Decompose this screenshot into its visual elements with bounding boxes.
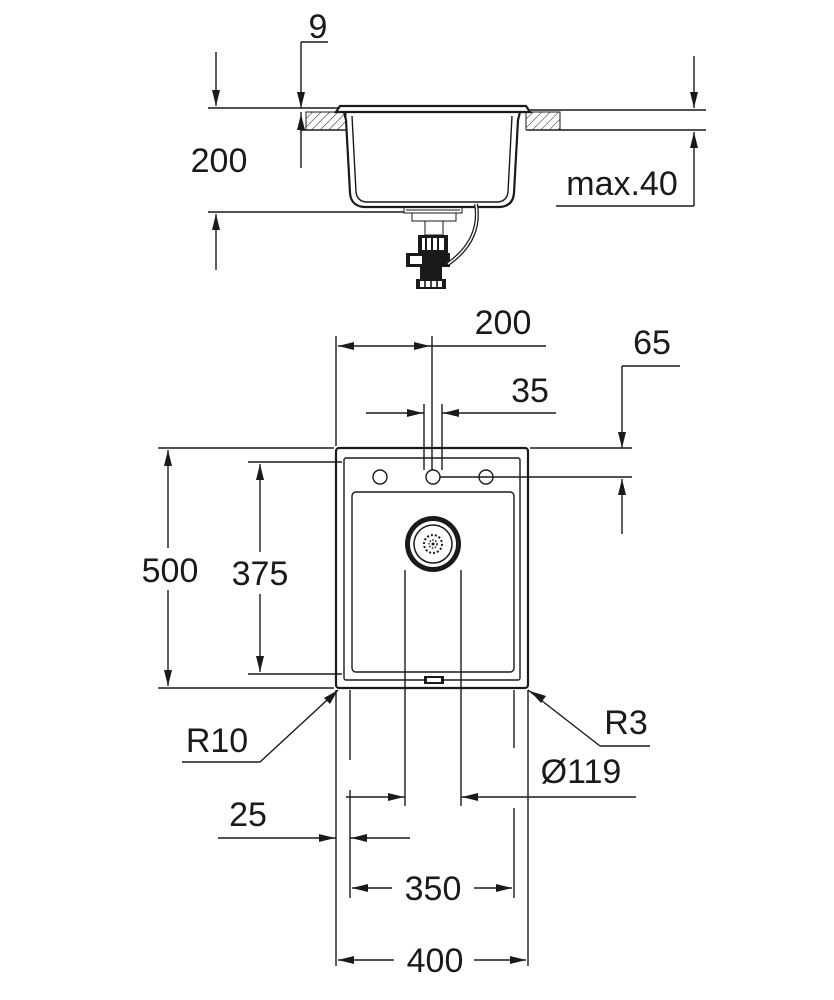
dim-bowl-depth: 375 xyxy=(232,555,289,593)
dim-tap-offset: 200 xyxy=(475,304,532,342)
worktop-right-hatch xyxy=(525,111,561,131)
dim-drain-diameter: Ø119 xyxy=(541,753,622,791)
dim-max-worktop: max.40 xyxy=(566,165,678,203)
sink-bowl-outer xyxy=(342,111,522,209)
dim-sink-depth: 200 xyxy=(191,142,248,180)
dim-worktop-thickness: 9 xyxy=(309,8,328,46)
dim-tap-edge-distance: 65 xyxy=(633,324,671,362)
drain-icon xyxy=(405,516,461,572)
worktop-left-hatch xyxy=(305,111,347,131)
dim-tap-hole-diameter: 35 xyxy=(511,372,549,410)
dim-outer-radius: R10 xyxy=(186,722,248,760)
tap-hole-center-icon xyxy=(425,469,441,485)
dim-overall-depth: 500 xyxy=(142,552,199,590)
sink-bowl-inner xyxy=(351,115,513,203)
dim-rim-width: 25 xyxy=(229,796,267,834)
side-view: 9 200 max.40 xyxy=(191,8,706,289)
sink-flange xyxy=(333,104,533,114)
top-view: 200 35 65 500 375 xyxy=(142,304,680,980)
dim-inner-radius: R3 xyxy=(604,704,647,742)
dim-overall-width: 400 xyxy=(407,942,464,980)
drain-assembly xyxy=(403,203,479,289)
dim-bowl-width: 350 xyxy=(405,870,462,908)
sink-bowl-outline xyxy=(351,491,515,673)
tap-hole-left-icon xyxy=(372,469,388,485)
